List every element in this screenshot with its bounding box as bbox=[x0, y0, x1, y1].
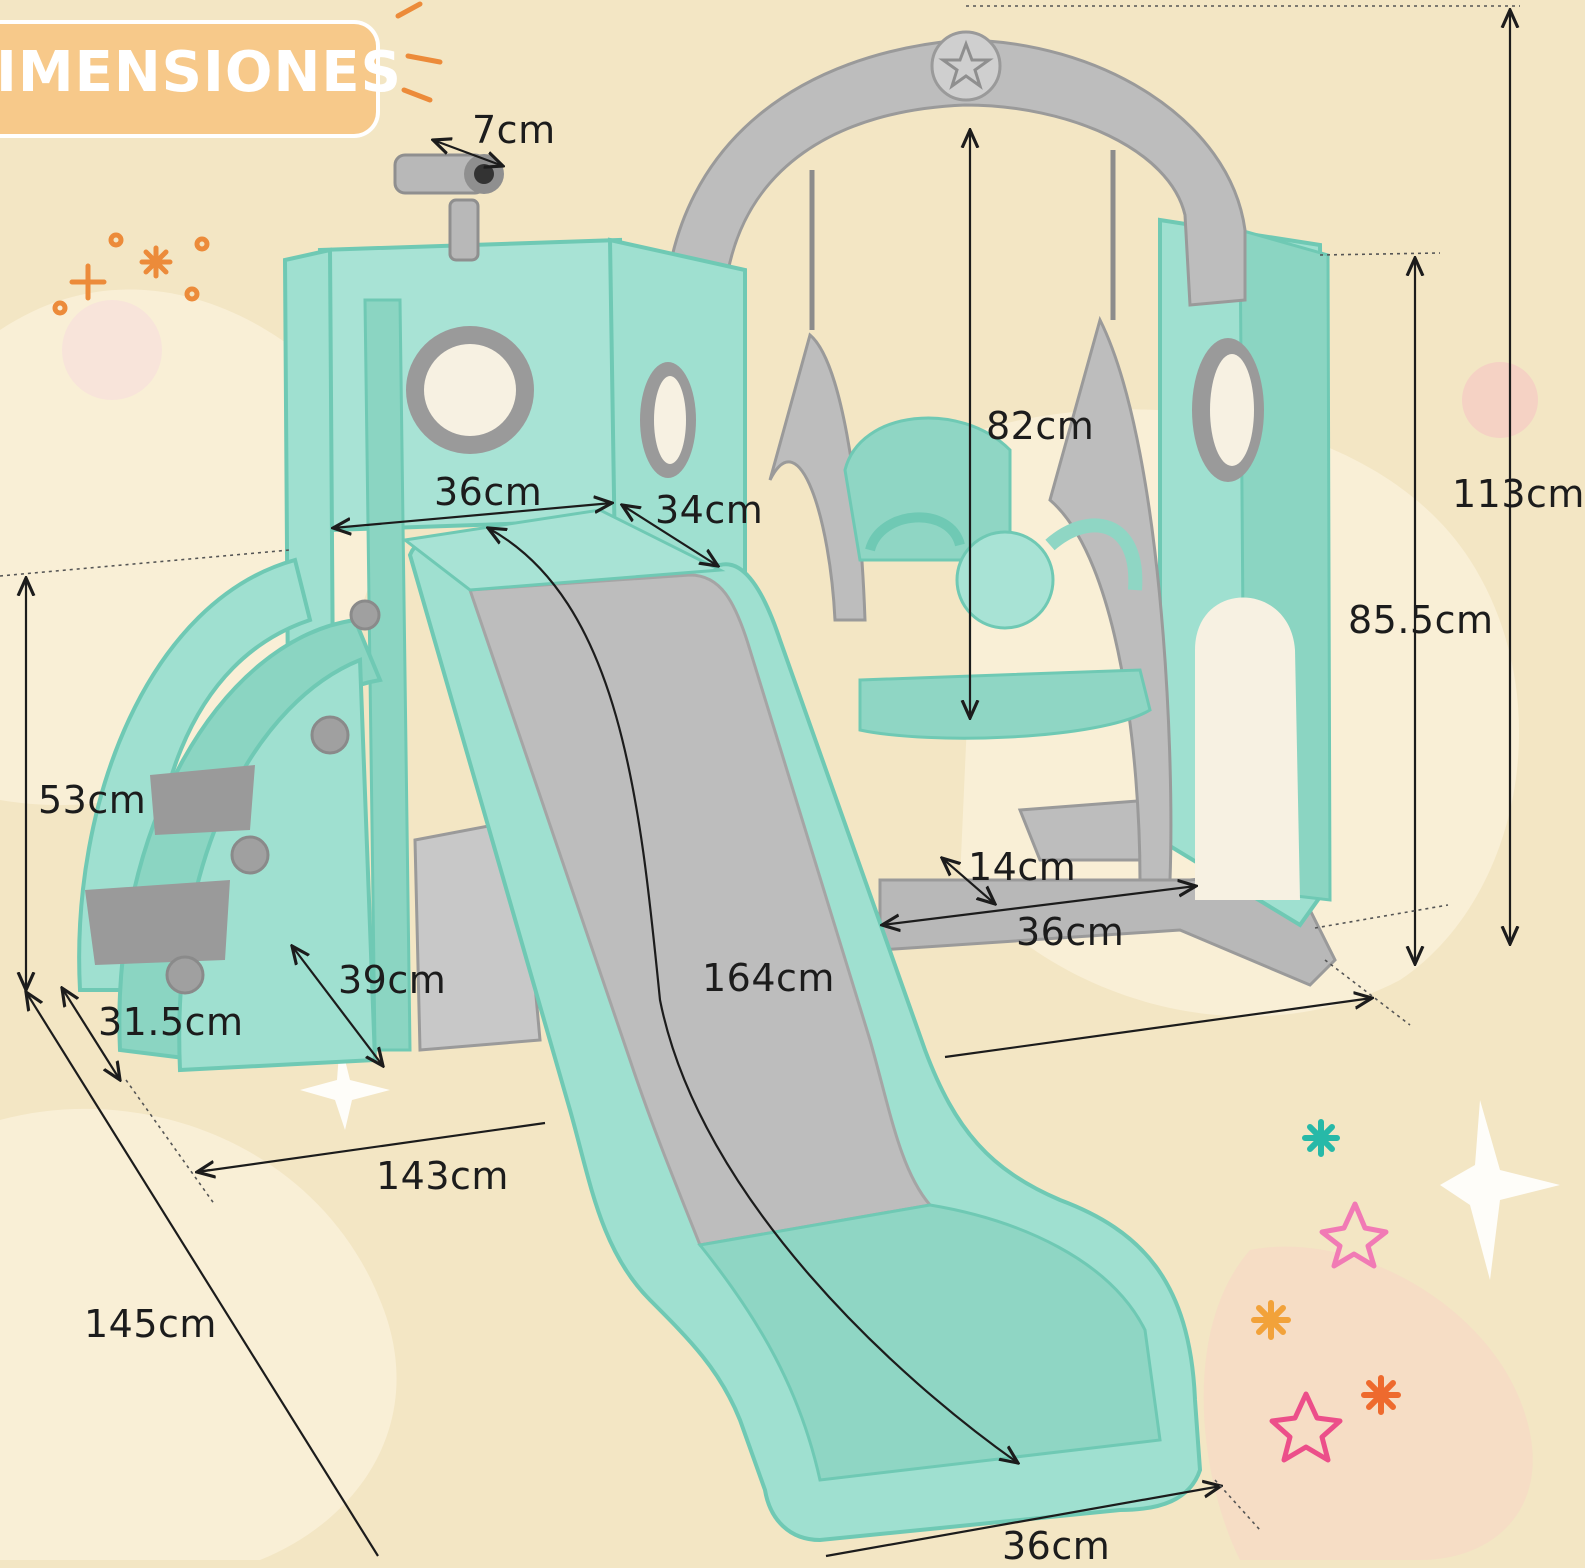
playset-diagram bbox=[0, 1, 1560, 1560]
dimension-seat-depth: 14cm bbox=[968, 845, 1077, 889]
dimension-slide-width: 36cm bbox=[1002, 1524, 1111, 1568]
dimension-swing-base-width: 36cm bbox=[1016, 910, 1125, 954]
title-banner bbox=[0, 20, 380, 138]
dimension-platform-depth: 34cm bbox=[655, 488, 764, 532]
dimension-total-width: 143cm bbox=[376, 1154, 509, 1198]
dimension-ladder-width: 39cm bbox=[338, 958, 447, 1002]
dimension-tower-width: 36cm bbox=[434, 470, 543, 514]
sparkle-decoration bbox=[52, 1, 443, 316]
star-decoration bbox=[1251, 1119, 1401, 1463]
dimension-total-height: 113cm bbox=[1452, 472, 1585, 516]
dimension-ladder-height: 53cm bbox=[38, 778, 147, 822]
dimension-step-width: 31.5cm bbox=[98, 1000, 244, 1044]
dimension-side-panel-height: 85.5cm bbox=[1348, 598, 1494, 642]
dimension-telescope: 7cm bbox=[472, 108, 556, 152]
dimension-total-depth: 145cm bbox=[84, 1302, 217, 1346]
guide-lines bbox=[0, 5, 1520, 1531]
dimension-swing-height: 82cm bbox=[986, 404, 1095, 448]
banner-title: IMENSIONES bbox=[0, 40, 402, 105]
dimension-lines bbox=[26, 10, 1510, 1558]
dimension-slide-length: 164cm bbox=[702, 956, 835, 1000]
